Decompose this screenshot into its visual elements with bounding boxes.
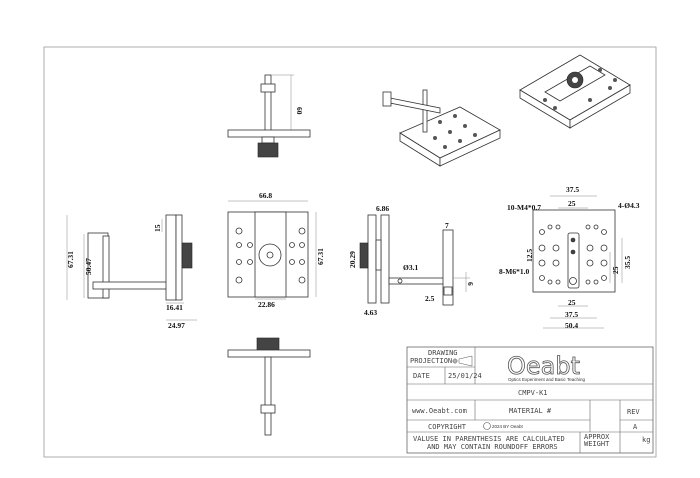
date-value: 25/01/24 [448,372,482,380]
dim-left-depth1: 16.41 [166,303,183,312]
dim-side-post: 7 [445,221,449,230]
copyright-icon [483,422,491,430]
dim-holes-bottom-mid: 37.5 [565,310,578,319]
rev-label: REV [627,408,640,416]
date-label: DATE [413,372,430,380]
approx-label: APPROX [584,433,610,441]
dim-holes-right-inner: 25 [611,266,620,274]
label-thread-m6: 8-M6*1.0 [499,267,529,276]
copyright-year: 2024 BY Oeabt [492,424,523,429]
dim-top-height: 60 [295,107,304,115]
dim-holes-right-outer: 35.5 [623,256,632,269]
dim-left-inner: 50.47 [84,258,93,275]
dim-side-offset: 2.5 [425,294,435,303]
svg-text:Oeabt: Oeabt [507,352,580,380]
weight-label: WEIGHT [584,440,610,448]
dim-left-height: 67.31 [66,251,75,268]
label-through-holes: 4-Ø4.3 [618,201,640,210]
dim-holes-top-outer: 37.5 [566,185,579,194]
copyright: COPYRIGHT [428,423,467,431]
dim-front-carriage: 22.86 [258,300,275,309]
dim-front-width: 66.8 [259,191,272,200]
oeabt-logo: Oeabt Optics Experiment and Basic Teachi… [507,352,586,382]
note-line2: AND MAY CONTAIN ROUNDOFF ERRORS [427,443,558,451]
isometric-view-2 [519,54,631,129]
dim-holes-bottom-inner: 25 [568,298,576,307]
projection-symbol-icon [452,355,473,367]
dim-side-knob: 20.29 [348,251,357,268]
hole-pattern-view: 37.5 25 10-M4*0.7 4-Ø4.3 12.5 8-M6*1.0 2… [499,185,640,330]
drawing-label: DRAWING [428,349,458,357]
part-number: CMPV-K1 [518,389,548,397]
dim-left-depth2: 24.97 [168,321,185,330]
website: www.Oeabt.com [412,407,467,415]
label-thread-m4: 10-M4*0.7 [507,203,541,212]
rev-value: A [633,423,638,431]
bottom-view [227,337,311,436]
title-block: DRAWING PROJECTION DATE 25/01/24 Oeabt O… [406,346,654,454]
side-view: 6.86 20.29 4.63 7 Ø3.1 2.5 6 [348,204,475,317]
dim-left-slot: 15 [153,224,162,232]
logo-tagline: Optics Experiment and Basic Teaching [508,377,585,382]
isometric-view-1 [382,89,501,167]
dim-side-hole: Ø3.1 [403,263,418,272]
dim-holes-bottom-outer: 50.4 [565,321,578,330]
dim-holes-pitch: 12.5 [525,249,534,262]
left-view: 67.31 50.47 15 16.41 24.97 [66,214,197,330]
projection-label: PROJECTION [410,357,452,365]
weight-unit: kg [642,436,650,444]
front-view: 66.8 67.31 22.86 [227,191,325,309]
dim-holes-top-inner: 25 [568,199,576,208]
dim-front-height: 67.31 [316,248,325,265]
material-label: MATERIAL # [509,407,552,415]
drawing-frame [43,46,657,458]
note-line1: VALUSE IN PARENTHESIS ARE CALCULATED [413,435,565,443]
top-view: 60 [227,74,311,158]
dim-side-bottom: 4.63 [364,308,377,317]
dim-side-rod: 6 [466,282,475,286]
dim-side-top: 6.86 [376,204,389,213]
